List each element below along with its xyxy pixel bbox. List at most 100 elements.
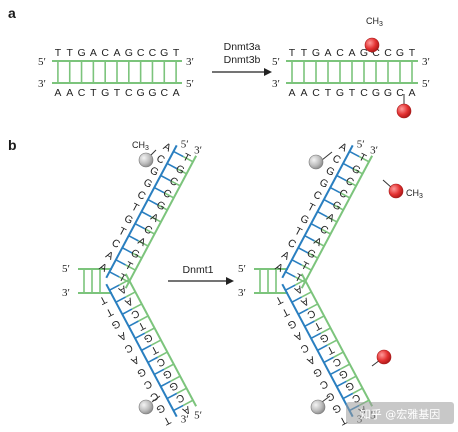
right-fork-lower-arm-outer-base: C	[330, 355, 343, 369]
left-fork-fork-5: 5′	[62, 263, 70, 275]
right-fork-upper-arm-pair-old	[320, 228, 331, 235]
right-duplex-bottom-base: G	[384, 87, 392, 99]
right-fork-upper-arm-outer-base: T	[293, 271, 305, 285]
methyl-group-b2	[138, 399, 154, 415]
right-fork-upper-arm-pair-old	[314, 240, 325, 247]
left-fork-lower-arm-inner-base: G	[135, 365, 148, 379]
left-duplex-end-3-bottom: 3′	[38, 78, 46, 90]
left-fork-lower-arm-pair-old	[150, 339, 162, 346]
left-duplex-top-base: G	[77, 47, 85, 59]
right-fork-lower-arm-outer-base: G	[337, 367, 350, 381]
left-fork-upper-arm-outer-base: T	[181, 151, 193, 165]
left-fork-lower-arm-outer-base: A	[123, 295, 135, 309]
right-fork-lower-arm-pair-old	[301, 291, 312, 298]
right-duplex-top-base: C	[336, 47, 344, 59]
right-fork-lower-arm-pair-old	[333, 351, 344, 358]
left-duplex-bottom-base: T	[114, 87, 121, 99]
right-fork-upper-arm-inner-base: A	[273, 261, 285, 275]
ch3-sub: 3	[379, 21, 383, 28]
left-fork-upper-arm-inner-base: C	[154, 152, 167, 166]
right-duplex-top-base: T	[409, 47, 416, 59]
methyl-group-b3	[308, 154, 324, 170]
right-duplex-bottom-base: C	[312, 87, 320, 99]
methyl-label-b1: CH3	[132, 140, 149, 152]
left-fork-upper-arm-pair-new	[153, 186, 165, 194]
right-fork-upper-arm-pair-new	[310, 222, 322, 230]
right-duplex-top-base: G	[396, 47, 404, 59]
right-fork-upper-arm-outer-base: G	[305, 247, 318, 261]
right-fork-upper-arm-outer-base: A	[324, 211, 336, 225]
left-fork-lower-arm-pair-new	[160, 380, 171, 388]
left-fork-upper-arm-outer-base: C	[142, 223, 155, 237]
left-fork-upper-arm-pair-old	[176, 167, 187, 175]
right-fork-lower-arm-inner-base: T	[337, 414, 349, 428]
right-fork-lower-arm-pair-old	[294, 279, 306, 286]
ch3-b4-c: CH	[406, 188, 419, 198]
right-fork-lower-arm-outer-base: C	[305, 307, 318, 321]
left-fork-lower-arm-outer-base: A	[116, 283, 128, 297]
right-fork-lower-arm-inner-base: G	[311, 365, 324, 379]
methyl-group-b4	[388, 183, 404, 199]
left-fork-upper-arm-outer-base: G	[154, 199, 167, 213]
left-fork-lower-arm-outer-base: G	[161, 367, 174, 381]
right-fork-lower-arm-pair-new	[297, 308, 309, 315]
methyl-stalk-b2	[151, 395, 161, 403]
left-fork-lower-arm-outer-base: A	[180, 403, 192, 417]
left-fork-upper-arm-pair-old	[138, 240, 149, 247]
left-fork-upper-arm-inner-base: G	[148, 164, 161, 178]
left-fork-upper-arm-pair-new	[115, 259, 126, 266]
right-fork-lower-arm-pair-new	[329, 368, 341, 376]
left-fork-lower-arm-pair-old	[125, 291, 136, 298]
left-fork-upper-arm-pair-old	[131, 252, 143, 259]
right-fork-lower-arm-inner-base: G	[330, 401, 343, 415]
right-fork-lower-arm-pair-old	[326, 339, 338, 346]
right-duplex-top-base: A	[348, 47, 355, 59]
left-fork-upper-arm-outer-base: G	[174, 163, 187, 177]
left-fork-upper-arm-pair-new	[173, 150, 184, 158]
right-fork-upper-arm-pair-new	[285, 271, 296, 278]
right-fork-upper-arm-inner-base: G	[298, 213, 311, 227]
methyl-group-bottom	[396, 103, 412, 119]
right-fork-upper-arm-pair-old	[352, 167, 363, 175]
left-fork-fork-3: 3′	[62, 287, 70, 299]
left-fork-lower-end-5: 5′	[194, 409, 202, 421]
left-duplex-end-5-top: 5′	[38, 56, 46, 68]
left-fork-lower-arm-pair-old	[170, 375, 181, 383]
right-fork-fork-5: 5′	[238, 263, 246, 275]
right-fork-lower-arm-inner-base: T	[279, 305, 291, 319]
right-duplex-top-base: G	[312, 47, 320, 59]
right-fork-upper-arm-outer-base: C	[337, 187, 350, 201]
right-duplex-bottom-base: A	[408, 87, 415, 99]
right-duplex-top-base: T	[301, 47, 308, 59]
right-fork-lower-arm-inner-base: G	[285, 317, 298, 331]
right-fork-lower-arm-pair-new	[342, 392, 354, 400]
right-fork-lower-arm-pair-old	[314, 315, 325, 322]
left-fork-upper-arm-inner-base: G	[141, 176, 154, 190]
left-duplex-top-base: T	[173, 47, 180, 59]
right-fork-upper-arm-outer-base: G	[330, 199, 343, 213]
right-fork-upper-arm-pair-old	[326, 216, 338, 223]
ch3-c: CH	[366, 16, 379, 26]
left-fork-upper-arm-outer-base: C	[167, 175, 180, 189]
left-fork-lower-arm-pair-old	[182, 399, 194, 407]
right-fork-lower-arm-pair-new	[310, 332, 322, 340]
left-duplex-bottom-base: A	[173, 87, 180, 99]
left-fork-upper-arm-pair-new	[141, 210, 152, 218]
left-fork-lower-arm-pair-new	[153, 368, 165, 376]
right-fork-upper-arm-inner-base: G	[317, 176, 330, 190]
methyl-group-b1	[138, 152, 154, 168]
left-fork-lower-arm-outer-base: C	[129, 307, 142, 321]
left-fork-upper-arm-inner-base: A	[161, 141, 173, 155]
panel-b-label: b	[8, 137, 17, 153]
right-fork-lower-arm-outer-base: G	[318, 331, 331, 345]
right-fork-lower-arm-pair-old	[320, 327, 331, 334]
right-fork-upper-arm-pair-old	[307, 252, 319, 259]
right-fork-upper-arm-pair-new	[297, 247, 309, 254]
right-fork-lower-arm-pair-old	[339, 363, 351, 371]
left-duplex-top-base: T	[67, 47, 74, 59]
